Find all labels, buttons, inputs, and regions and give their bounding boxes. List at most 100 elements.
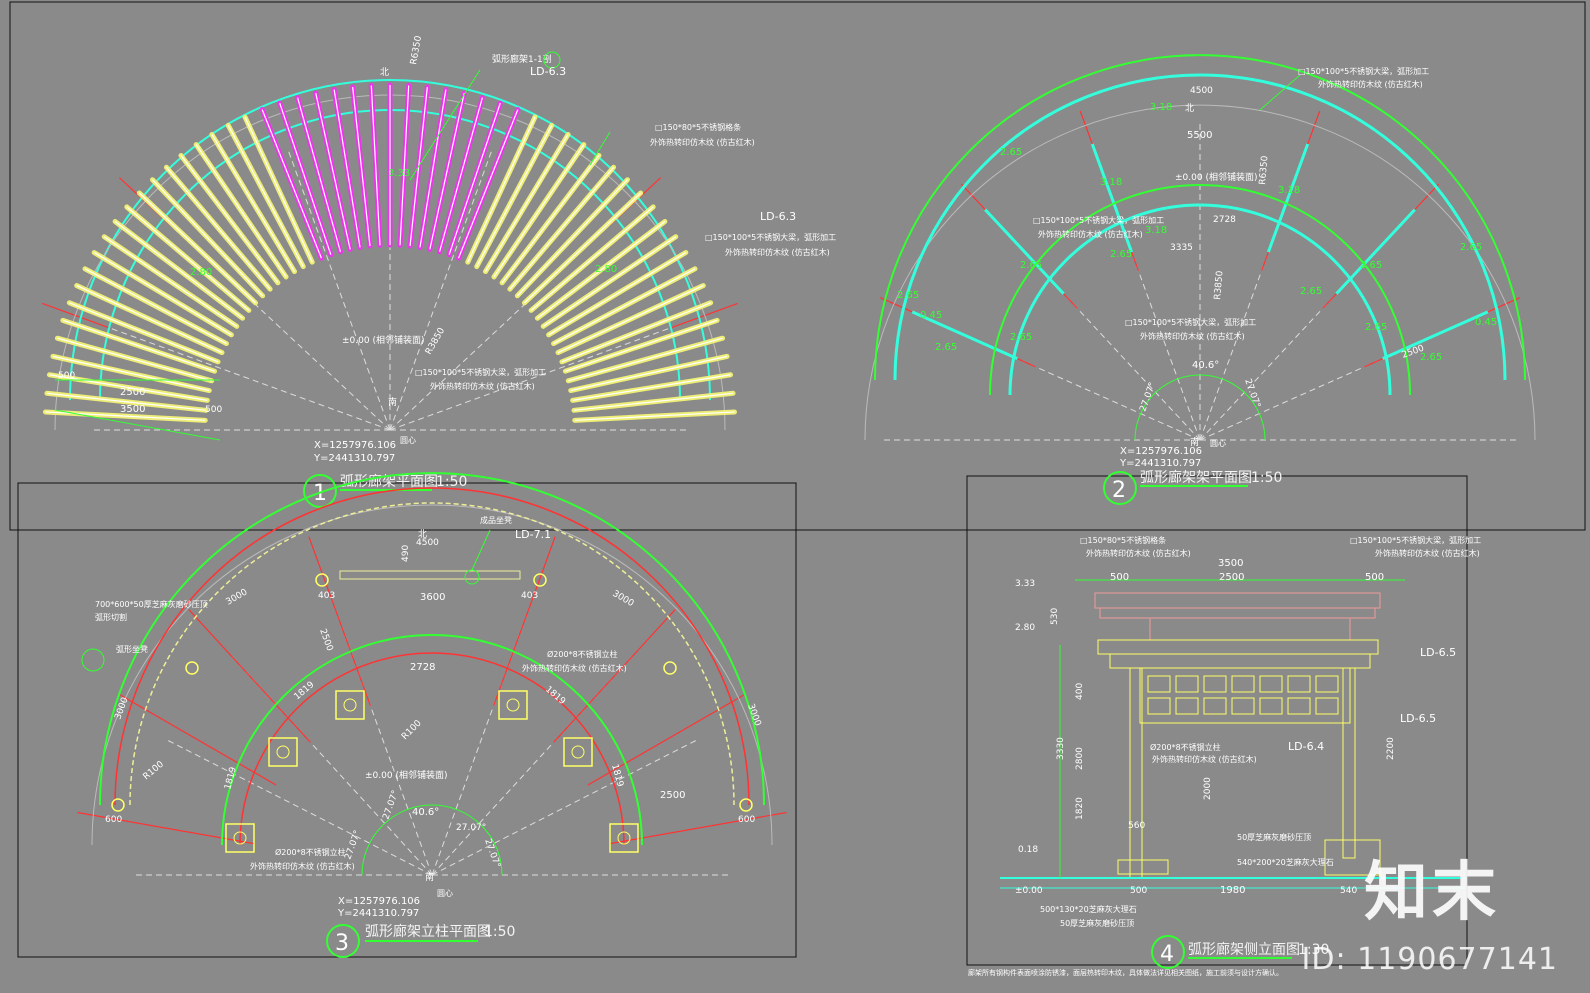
arc-inner-green bbox=[221, 634, 643, 846]
slat-center bbox=[46, 392, 207, 411]
dim-text: 500 bbox=[1110, 572, 1129, 583]
slat-center bbox=[568, 337, 723, 382]
dim-text: 3000 bbox=[113, 696, 130, 721]
lattice-cell bbox=[1175, 675, 1199, 693]
slat-center bbox=[52, 355, 210, 392]
lattice-panel bbox=[1139, 667, 1351, 724]
slat-center bbox=[509, 166, 615, 290]
elev-label: 2.80 bbox=[190, 267, 212, 278]
slat-center bbox=[542, 236, 677, 327]
dim-text: 600 bbox=[105, 815, 122, 825]
slat-center bbox=[76, 285, 223, 354]
radial-beam bbox=[1266, 143, 1310, 253]
drawing-title: 弧形廊架平面图 bbox=[340, 473, 438, 490]
elev-label: 2.65 bbox=[1000, 147, 1022, 158]
callout-text: 外饰热转印仿木纹 (仿古红木) bbox=[1086, 548, 1191, 558]
angle-label: 40.6° bbox=[412, 807, 439, 818]
drawing-number-circle bbox=[1103, 471, 1137, 505]
dim-text: 4500 bbox=[1190, 86, 1213, 96]
radial-guide bbox=[286, 147, 391, 431]
slat-center bbox=[438, 97, 483, 252]
callout-text: 弧形坐凳 bbox=[116, 644, 148, 654]
radial-guide bbox=[1199, 139, 1310, 441]
radial-beam bbox=[1090, 143, 1134, 253]
slat-center bbox=[419, 89, 447, 248]
mid-beam-2 bbox=[1109, 653, 1371, 669]
arc-outer-red bbox=[114, 487, 750, 806]
callout-text: 弧形切割 bbox=[95, 612, 127, 622]
dim-text: 4500 bbox=[416, 538, 439, 548]
coord-y: Y=2441310.797 bbox=[1119, 458, 1201, 469]
angle-label: 40.6° bbox=[1192, 360, 1219, 371]
coord-x: X=1257976.106 bbox=[338, 896, 420, 907]
dim-text: 500 bbox=[58, 371, 75, 381]
dim-text: 1819 bbox=[543, 685, 567, 708]
dim-text: 500 bbox=[1130, 886, 1147, 896]
callout-text: 成品坐凳 bbox=[480, 515, 512, 525]
dim-text: 3335 bbox=[1170, 243, 1193, 253]
radial-axis bbox=[188, 609, 311, 743]
elev-label: 2.65 bbox=[1010, 332, 1032, 343]
dim-text: 2200 bbox=[1386, 737, 1396, 760]
center-mark: 圆心 bbox=[437, 889, 453, 898]
radial-guide bbox=[107, 326, 391, 431]
radial-guide bbox=[389, 147, 494, 431]
slat-center bbox=[227, 125, 304, 267]
lattice-cell bbox=[1315, 697, 1339, 715]
lattice-cell bbox=[1203, 675, 1227, 693]
south-mark: 南 bbox=[388, 396, 397, 408]
elev-label: 3.18 bbox=[1278, 185, 1300, 196]
bench-rect bbox=[339, 570, 521, 580]
arc-inner-beam bbox=[1008, 203, 1392, 396]
callout-text: 外饰热转印仿木纹 (仿古红木) bbox=[522, 663, 627, 673]
slat-center bbox=[62, 319, 215, 372]
callout-text: 700*600*50厚芝麻灰磨砂压顶 bbox=[95, 599, 208, 609]
callout-text: 外饰热转印仿木纹 (仿古红木) bbox=[650, 137, 755, 147]
column-right bbox=[1342, 667, 1356, 859]
slat-center bbox=[297, 97, 342, 252]
callout-text: 外饰热转印仿木纹 (仿古红木) bbox=[430, 381, 535, 391]
column bbox=[276, 745, 290, 759]
lattice-cell bbox=[1287, 675, 1311, 693]
radial-axis bbox=[492, 536, 556, 707]
slat-center bbox=[553, 268, 696, 345]
dim-text: 400 bbox=[1075, 683, 1085, 700]
angle-label: 27.07° bbox=[1138, 381, 1158, 413]
frame-top bbox=[9, 1, 1586, 531]
dim-text: 2000 bbox=[1203, 777, 1213, 800]
elev-label: 2.65 bbox=[897, 290, 919, 301]
elev-zero: ±0.00 (相邻铺装面) bbox=[1175, 171, 1257, 183]
leader-line bbox=[589, 131, 611, 166]
radial-axis bbox=[77, 811, 255, 845]
dim-text: 2728 bbox=[1213, 215, 1236, 225]
elev-label: 3.18 bbox=[1100, 177, 1122, 188]
slat-center bbox=[572, 374, 731, 401]
dim-text: 3500 bbox=[120, 404, 145, 415]
callout-text: 外饰热转印仿木纹 (仿古红木) bbox=[1318, 79, 1423, 89]
frame-column-plan bbox=[17, 482, 797, 958]
column-outer bbox=[111, 798, 125, 812]
callout-text: 外饰热转印仿木纹 (仿古红木) bbox=[1152, 754, 1257, 764]
dim-text: 2728 bbox=[410, 662, 435, 673]
slat-center bbox=[548, 251, 687, 336]
radial-axis bbox=[308, 536, 372, 707]
lattice-cell bbox=[1287, 697, 1311, 715]
slat-center bbox=[501, 155, 600, 284]
drawing-title: 弧形廊架侧立面图 bbox=[1188, 941, 1300, 958]
mid-beam bbox=[1097, 639, 1379, 655]
slat-center bbox=[279, 102, 332, 255]
slat-center bbox=[211, 134, 296, 272]
coord-y: Y=2441310.797 bbox=[337, 908, 419, 919]
elev-label: 2.65 bbox=[1110, 249, 1132, 260]
dim-text: 2800 bbox=[1075, 747, 1085, 770]
slat-center bbox=[530, 206, 654, 311]
drawing-scale: 1:30 bbox=[1298, 942, 1329, 958]
footing-left bbox=[1117, 859, 1169, 875]
elev-label: 2.65 bbox=[1460, 242, 1482, 253]
seat-right bbox=[1324, 839, 1381, 876]
drawing-1-plan: 2.80 2.80 3.33 ±0.00 (相邻铺装面) 2500 3500 5… bbox=[42, 35, 836, 508]
arc-boundary bbox=[864, 104, 1536, 441]
slat-center bbox=[524, 192, 642, 304]
slat-center bbox=[370, 85, 381, 246]
dim-text: 403 bbox=[318, 591, 335, 601]
